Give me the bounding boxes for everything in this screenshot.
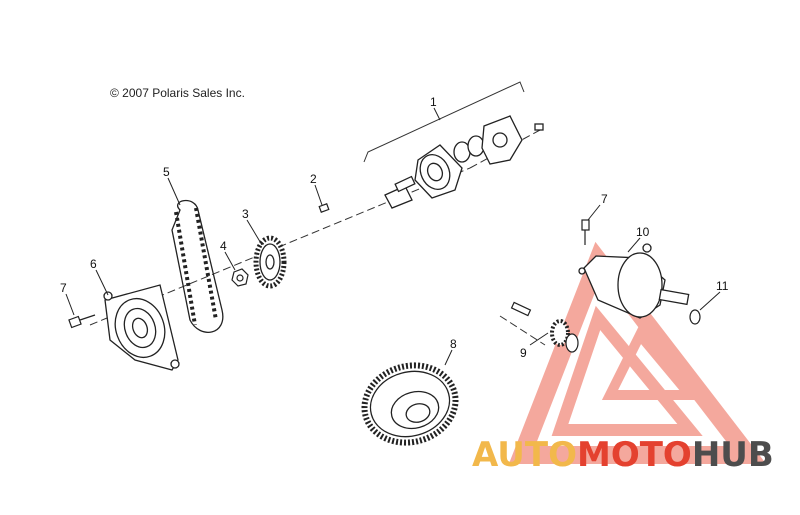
pinion-part xyxy=(510,301,579,353)
washer-part xyxy=(689,309,701,325)
copyright-text: © 2007 Polaris Sales Inc. xyxy=(110,86,245,100)
small-bolt-part xyxy=(318,203,330,213)
nut-part xyxy=(231,268,249,287)
callout-1: 1 xyxy=(430,95,437,109)
callout-1-bracket xyxy=(363,81,525,163)
callout-6: 6 xyxy=(90,257,97,271)
bolt-left-part xyxy=(68,314,96,329)
cover-plate-part xyxy=(103,284,180,371)
logo-hub: HUB xyxy=(692,435,774,475)
callout-2: 2 xyxy=(310,172,317,186)
logo-text: AUTOMOTOHUB xyxy=(472,435,774,475)
starter-motor-part xyxy=(578,243,690,319)
callout-7-left: 7 xyxy=(60,281,67,295)
callout-3: 3 xyxy=(242,207,249,221)
starter-gear-part xyxy=(361,362,459,446)
logo-auto: AUTO xyxy=(472,435,577,475)
callout-5: 5 xyxy=(163,165,170,179)
oil-pump-assembly-part xyxy=(384,115,544,209)
callout-7-right: 7 xyxy=(601,192,608,206)
callout-11: 11 xyxy=(716,279,729,293)
callout-4: 4 xyxy=(220,239,227,253)
callout-8: 8 xyxy=(450,337,457,351)
logo-moto: MOTO xyxy=(577,435,692,475)
leader-lines xyxy=(65,107,721,366)
callout-numbers: 1 2 3 4 5 6 7 7 8 9 10 11 xyxy=(60,95,729,360)
chain-part xyxy=(171,199,224,333)
callout-9: 9 xyxy=(520,346,527,360)
watermark-triangle-icon xyxy=(508,241,767,464)
callout-10: 10 xyxy=(636,225,650,239)
sprocket-part xyxy=(253,235,287,289)
bolt-right-part xyxy=(581,219,590,245)
